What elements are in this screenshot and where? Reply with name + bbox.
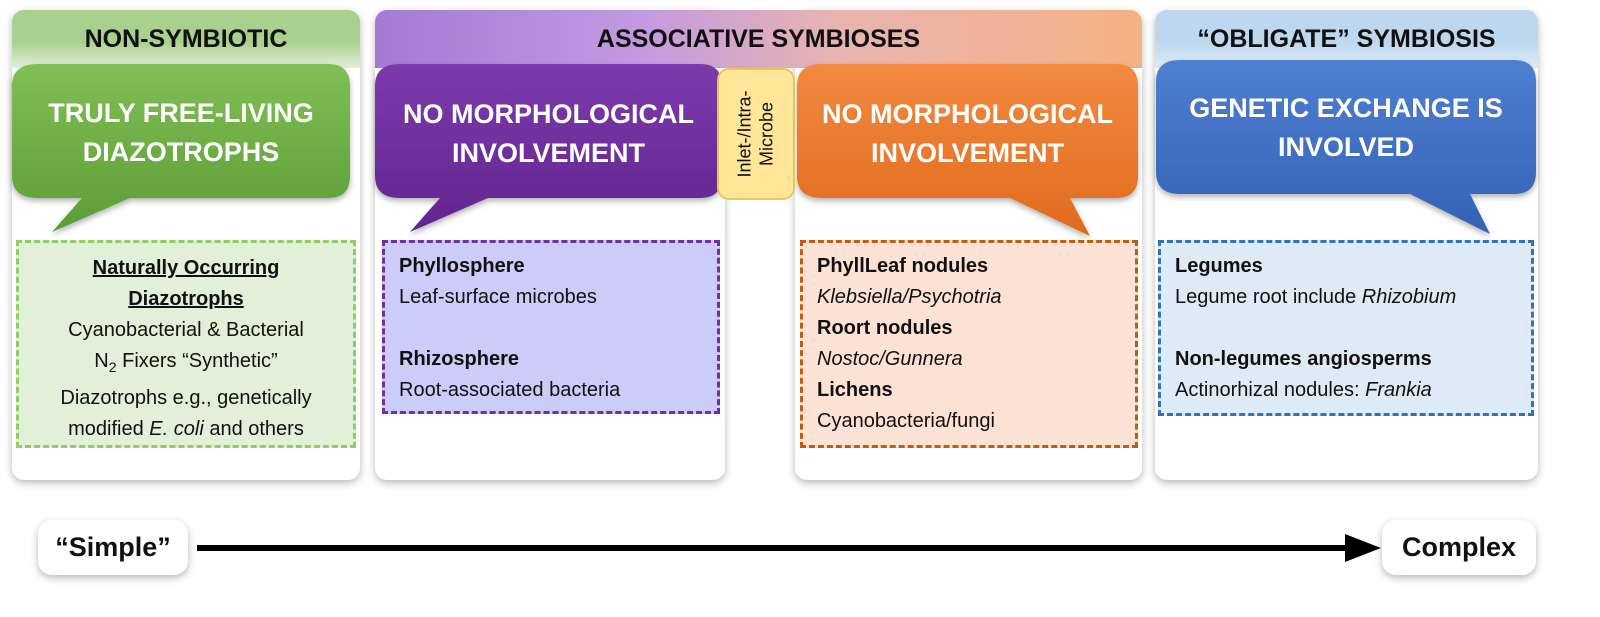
bubble-associative-right [797, 64, 1138, 236]
box-legumes: Legumes Legume root include Rhizobium No… [1158, 240, 1534, 416]
non-legumes-desc-a: Actinorhizal nodules: [1175, 379, 1366, 401]
bubble-genetic-exchange-line-1: GENETIC EXCHANGE IS [1189, 93, 1503, 123]
box-free-line-2-sub: 2 [108, 359, 117, 375]
bubble-associative-left-line-1: NO MORPHOLOGICAL [403, 99, 694, 129]
box-free-line-4: modified E. coli and others [19, 414, 353, 445]
header-associative: ASSOCIATIVE SYMBIOSES [375, 10, 1142, 68]
box-free-title-2: Diazotrophs [128, 288, 244, 310]
rhizosphere-desc: Root-associated bacteria [399, 379, 621, 401]
legumes-title: Legumes [1175, 255, 1263, 277]
box-naturally-occurring: Naturally Occurring Diazotrophs Cyanobac… [16, 240, 356, 448]
lichens-desc: Cyanobacteria/fungi [817, 410, 995, 432]
box-phyllo-rhizosphere: Phyllosphere Leaf-surface microbes Rhizo… [382, 240, 720, 414]
header-associative-label: ASSOCIATIVE SYMBIOSES [596, 24, 921, 53]
complexity-arrow-head [1345, 534, 1381, 562]
bubble-associative-right-line-2: INVOLVEMENT [870, 138, 1064, 168]
bubble-free-living-line-2: DIAZOTROPHS [82, 137, 280, 167]
spacer [399, 313, 717, 344]
non-legumes-title: Non-legumes angiosperms [1175, 348, 1432, 370]
phyllosphere-desc: Leaf-surface microbes [399, 286, 597, 308]
leaf-nodules-desc-text: Klebsiella/Psychotria [817, 286, 1002, 308]
box-free-line-4-a: modified [68, 418, 150, 440]
box-free-line-4-b: and others [203, 418, 304, 440]
header-obligate-label: “OBLIGATE” SYMBIOSIS [1197, 24, 1496, 53]
header-non-symbiotic: NON-SYMBIOTIC [12, 10, 360, 68]
bubble-associative-right-text: NO MORPHOLOGICAL INVOLVEMENT [797, 94, 1138, 174]
lichens-title: Lichens [817, 379, 893, 401]
legumes-desc: Legume root include Rhizobium [1175, 282, 1531, 313]
box-nodules-lichens: PhyllLeaf nodules Klebsiella/Psychotria … [800, 240, 1138, 448]
rhizosphere-title: Rhizosphere [399, 348, 520, 370]
complex-label: Complex [1382, 520, 1536, 575]
legumes-desc-rhizobium: Rhizobium [1361, 286, 1457, 308]
bubble-genetic-exchange-text: GENETIC EXCHANGE IS INVOLVED [1156, 88, 1536, 168]
header-non-symbiotic-label: NON-SYMBIOTIC [84, 24, 288, 53]
leaf-nodules-desc: Klebsiella/Psychotria [817, 282, 1135, 313]
spacer [1175, 313, 1531, 344]
bubble-free-living [12, 64, 350, 232]
inlet-intra-microbe-box: Inlet-/Intra-Microbe [717, 68, 795, 200]
bubble-free-living-line-1: TRULY FREE-LIVING [48, 98, 314, 128]
header-obligate: “OBLIGATE” SYMBIOSIS [1155, 10, 1538, 68]
complexity-arrow [197, 534, 1381, 562]
box-free-line-2: N2 Fixers “Synthetic” [19, 346, 353, 383]
bubble-associative-right-line-1: NO MORPHOLOGICAL [822, 99, 1113, 129]
bubble-associative-left-line-2: INVOLVEMENT [451, 138, 645, 168]
root-nodules-desc-text: Nostoc/Gunnera [817, 348, 963, 370]
root-nodules-desc: Nostoc/Gunnera [817, 344, 1135, 375]
phyllosphere-title: Phyllosphere [399, 255, 525, 277]
leaf-nodules-title: PhyllLeaf nodules [817, 255, 989, 277]
bubble-genetic-exchange [1156, 60, 1536, 234]
box-free-line-1: Cyanobacterial & Bacterial [68, 319, 304, 341]
simple-label-text: “Simple” [55, 532, 171, 562]
inlet-intra-microbe-label: Inlet-/Intra-Microbe [735, 90, 777, 178]
legumes-desc-a: Legume root include [1175, 286, 1362, 308]
bubble-genetic-exchange-line-2: INVOLVED [1277, 132, 1414, 162]
bubble-free-living-text: TRULY FREE-LIVING DIAZOTROPHS [12, 88, 350, 178]
box-free-line-2-rest: Fixers “Synthetic” [116, 350, 278, 372]
bubble-associative-left-text: NO MORPHOLOGICAL INVOLVEMENT [375, 94, 722, 174]
complex-label-text: Complex [1401, 532, 1517, 562]
non-legumes-desc: Actinorhizal nodules: Frankia [1175, 375, 1531, 406]
simple-label: “Simple” [38, 520, 188, 575]
root-nodules-title: Roort nodules [817, 317, 953, 339]
box-free-title-1: Naturally Occurring [92, 257, 280, 279]
bubble-associative-left [375, 64, 722, 232]
box-free-line-3: Diazotrophs e.g., genetically [60, 387, 312, 409]
box-free-line-4-ecoli: E. coli [149, 418, 204, 440]
box-free-line-2-n: N [94, 350, 109, 372]
non-legumes-desc-frankia: Frankia [1365, 379, 1432, 401]
